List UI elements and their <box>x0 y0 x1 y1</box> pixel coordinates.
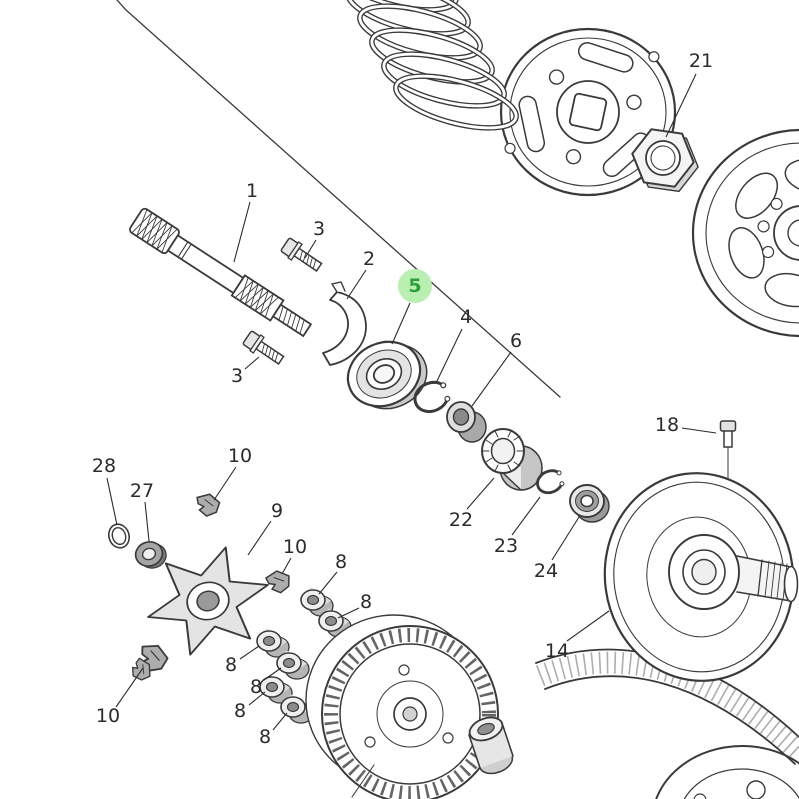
callout-label-10: 10 <box>96 705 120 727</box>
callout-label-6: 6 <box>510 330 522 352</box>
callout-label-10: 10 <box>283 536 307 558</box>
callout-leader-10 <box>115 667 144 708</box>
callout-label-8: 8 <box>225 654 237 676</box>
bracket-plate <box>322 281 367 366</box>
callout-leader-3 <box>244 356 260 370</box>
callout-leader-8 <box>239 645 260 660</box>
callout-leader-3 <box>304 239 317 259</box>
callout-leader-8 <box>263 667 282 681</box>
callout-leader-9 <box>247 520 272 556</box>
callout-leader-6 <box>471 351 512 407</box>
callout-leader-27 <box>144 501 150 542</box>
callout-leader-2 <box>346 269 367 300</box>
callout-label-23: 23 <box>494 535 518 557</box>
mount-bolt <box>240 328 288 369</box>
collar <box>134 540 167 569</box>
callout-label-2: 2 <box>363 248 375 270</box>
callout-label-9: 9 <box>271 500 283 522</box>
highlight-circle <box>398 269 432 303</box>
washer <box>107 523 131 549</box>
callout-leader-10 <box>213 466 237 501</box>
callout-label-27: 27 <box>130 480 154 502</box>
cutoff-leader <box>351 764 375 798</box>
callout-label-8: 8 <box>259 726 271 748</box>
slider-guide <box>264 568 293 596</box>
callout-label-21: 21 <box>689 50 713 72</box>
callout-leader-4 <box>436 328 463 382</box>
callout-label-8: 8 <box>250 676 262 698</box>
secondary-sheave <box>603 445 799 682</box>
callout-label-14: 14 <box>545 640 569 662</box>
callout-label-18: 18 <box>655 414 679 436</box>
drive-shaft <box>129 207 313 338</box>
callout-leader-18 <box>681 427 717 434</box>
callout-label-1: 1 <box>246 180 258 202</box>
callout-leader-1 <box>233 201 251 263</box>
callout-leader-8 <box>318 571 338 595</box>
mount-bolt <box>278 235 326 276</box>
callout-leader-8 <box>248 691 266 706</box>
callout-leader-21 <box>665 73 697 138</box>
callout-leader-24 <box>551 516 580 561</box>
primary-sheave-hub <box>147 546 269 656</box>
callout-label-3: 3 <box>231 365 243 387</box>
callout-leader-10 <box>281 557 292 575</box>
compression-spring <box>333 0 519 131</box>
pin-bolt <box>719 420 737 448</box>
spacer-cylinder <box>468 716 514 775</box>
callout-label-24: 24 <box>534 560 558 582</box>
callout-leader-8 <box>272 712 288 731</box>
weight-roller <box>276 649 310 680</box>
circlip <box>413 380 451 414</box>
lock-nut <box>631 128 699 193</box>
needle-bearing <box>481 428 543 491</box>
callout-leader-8 <box>337 607 360 619</box>
callout-leader-23 <box>511 496 541 536</box>
ball-bearing-small <box>569 484 610 523</box>
spacer-collar <box>446 401 487 443</box>
primary-fixed-sheave <box>305 614 499 799</box>
callout-label-28: 28 <box>92 455 116 477</box>
callout-leader-28 <box>106 477 118 526</box>
callout-leader-14 <box>566 610 610 642</box>
clutch-housing <box>691 128 799 338</box>
divider-line <box>116 0 561 398</box>
callout-leader-22 <box>466 477 495 510</box>
callout-label-3: 3 <box>313 218 325 240</box>
callout-label-4: 4 <box>460 306 472 328</box>
callout-label-10: 10 <box>228 445 252 467</box>
callout-label-22: 22 <box>449 509 473 531</box>
callout-label-8: 8 <box>360 591 372 613</box>
callout-label-5: 5 <box>408 275 421 297</box>
ball-bearing <box>346 340 428 410</box>
corner-assembly <box>655 745 799 799</box>
callout-label-8: 8 <box>335 551 347 573</box>
callout-label-8: 8 <box>234 700 246 722</box>
circlip-small <box>536 469 565 495</box>
callout-leader-5 <box>391 302 411 345</box>
